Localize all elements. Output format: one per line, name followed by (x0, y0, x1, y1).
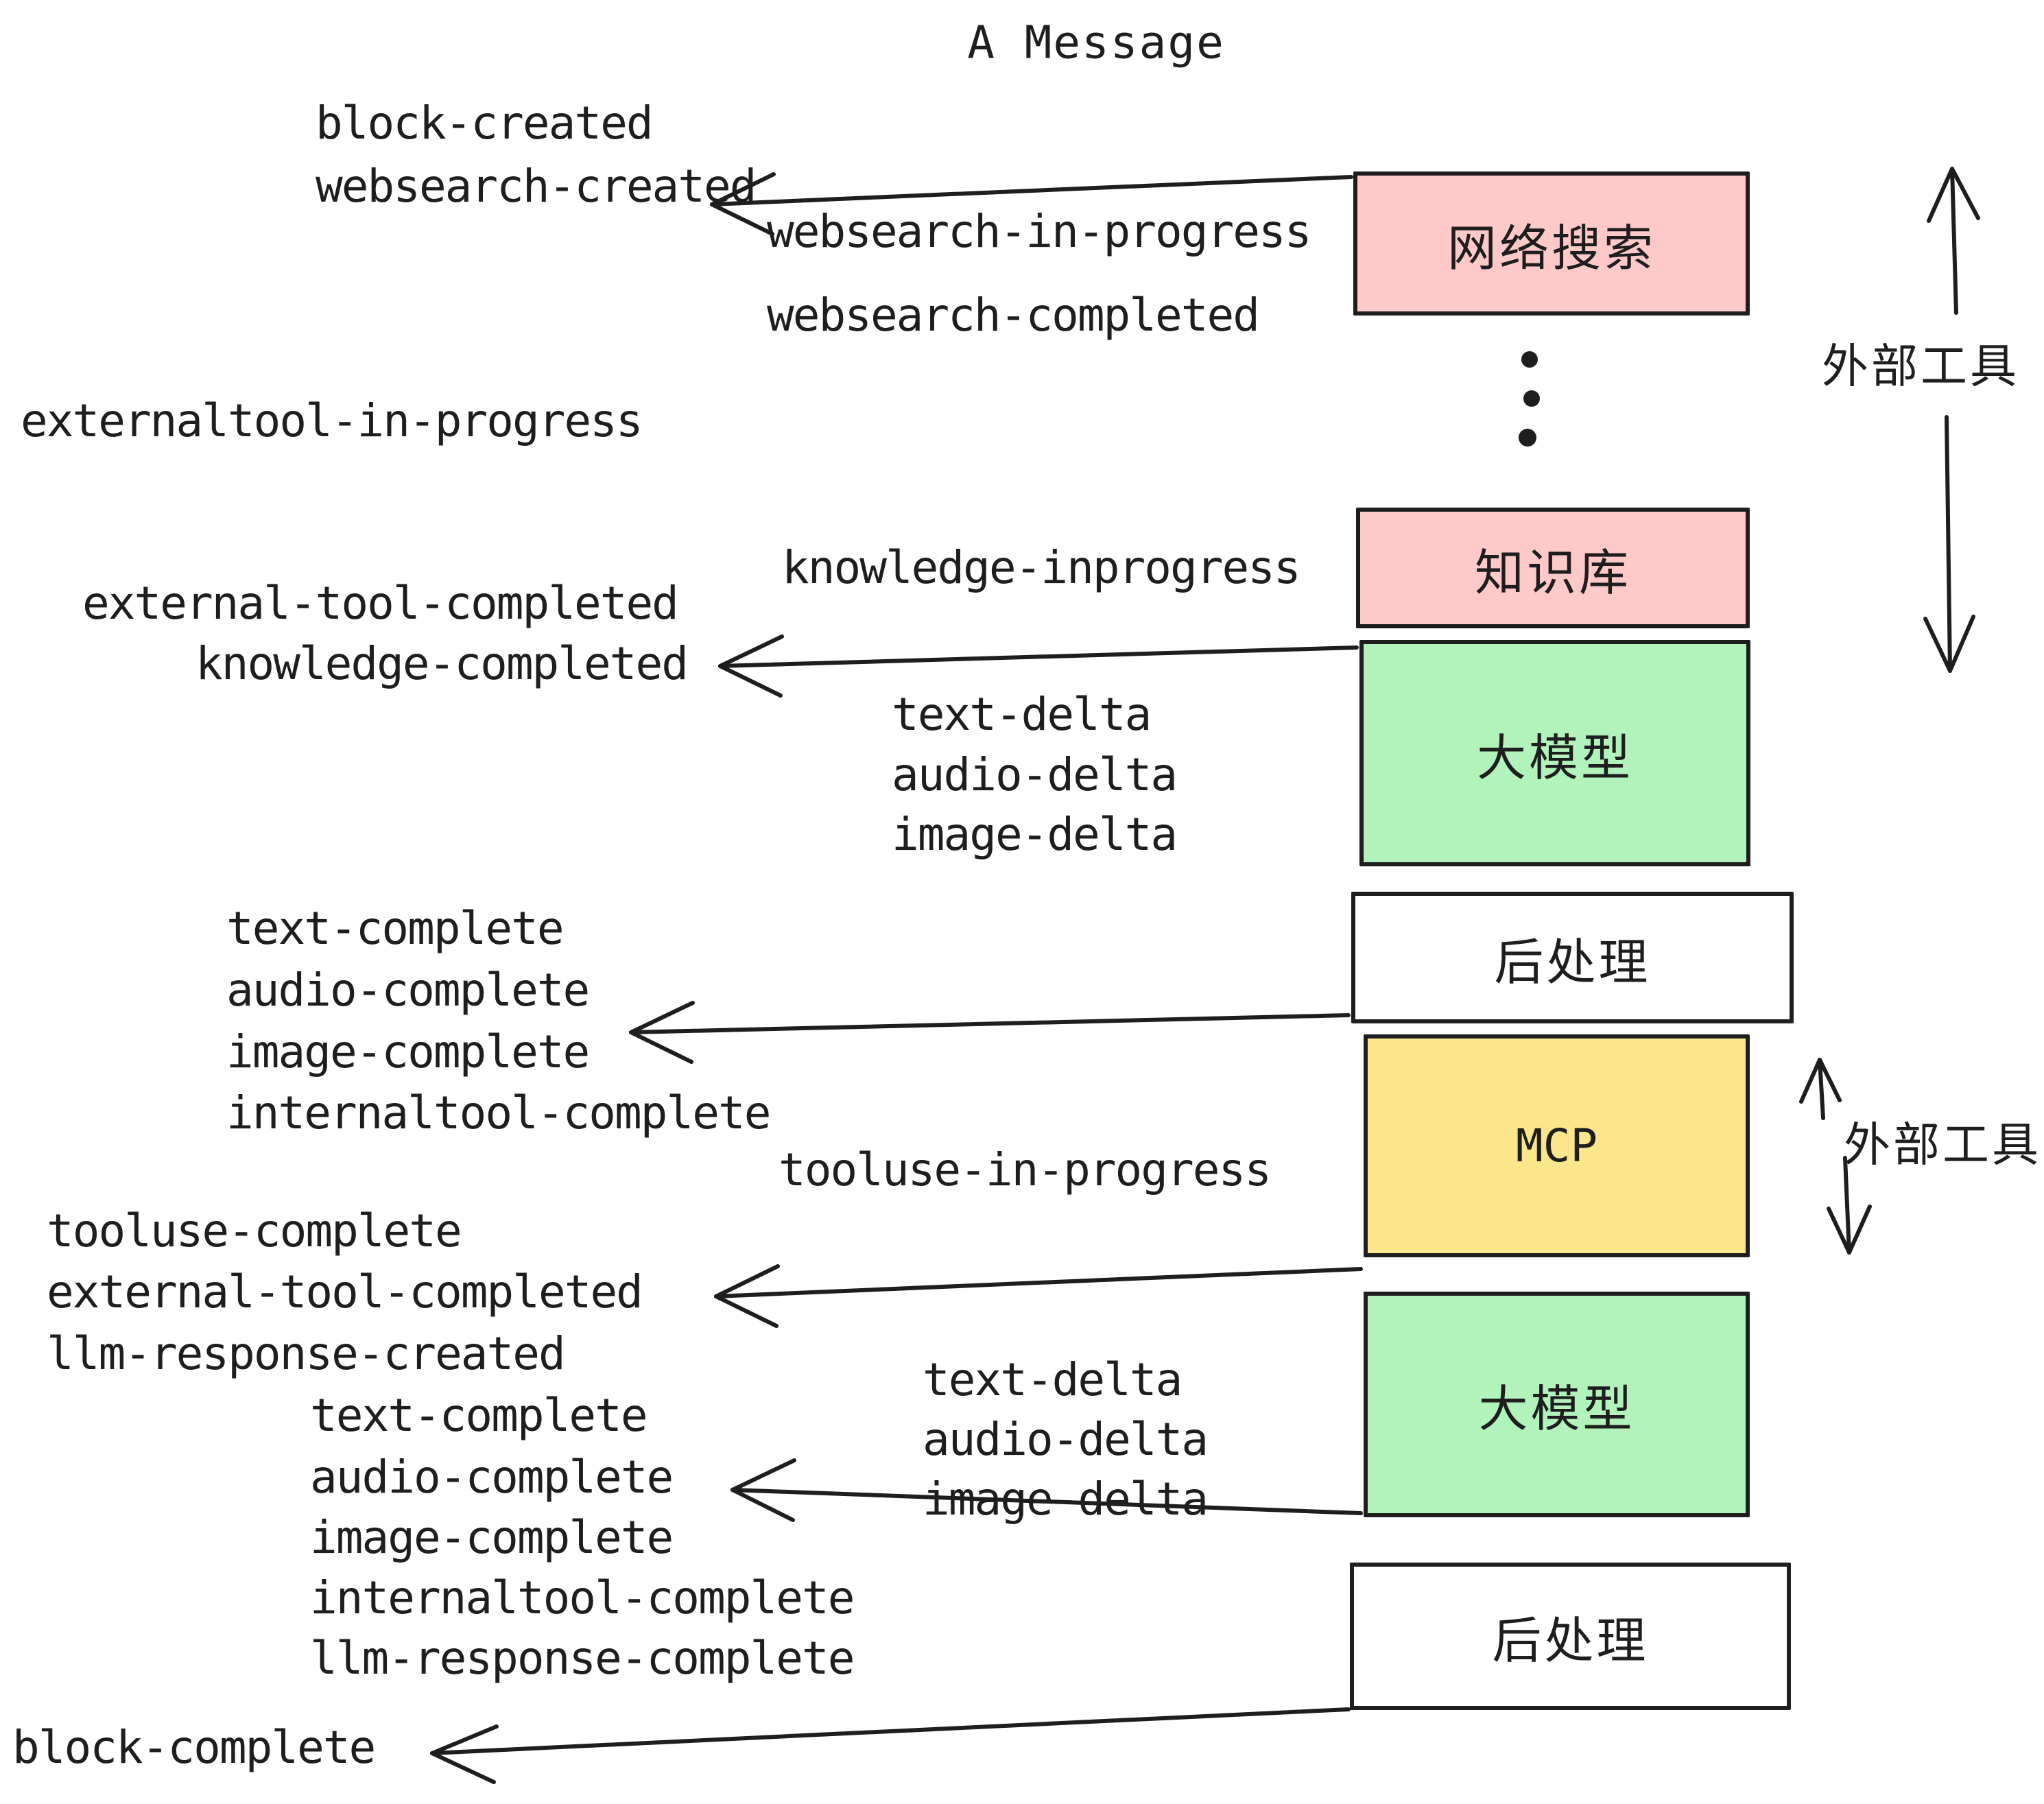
event-knowledge-completed: knowledge-completed (195, 637, 689, 690)
event-llm-response-created: llm-response-created (47, 1327, 566, 1380)
llm-box-1: 大模型 (1359, 640, 1750, 866)
arrow-external-tools-down-icon (1923, 415, 1975, 673)
post-process-box-1-label: 后处理 (1494, 933, 1651, 991)
event-audio-complete-1: audio-complete (226, 964, 590, 1017)
event-text-complete-1: text-complete (226, 902, 565, 955)
event-externaltool-in-progress: externaltool-in-progress (21, 394, 643, 447)
event-block-complete: block-complete (12, 1721, 376, 1774)
event-image-complete-2: image-complete (310, 1511, 674, 1564)
event-audio-complete-2: audio-complete (310, 1451, 674, 1504)
event-text-delta-2: text-delta (923, 1353, 1183, 1406)
arrow-knowledge-completed-icon (718, 634, 1359, 698)
knowledge-base-box-label: 知识库 (1474, 543, 1631, 602)
event-audio-delta-1: audio-delta (892, 748, 1178, 801)
event-external-tool-completed: external-tool-completed (82, 577, 679, 630)
ellipsis-dots-icon (1519, 351, 1540, 447)
web-search-box-label: 网络搜索 (1447, 219, 1656, 277)
web-search-box: 网络搜索 (1353, 171, 1750, 316)
external-tools-label-2: 外部工具 (1843, 1118, 2042, 1173)
llm-box-2: 大模型 (1364, 1292, 1750, 1517)
event-image-complete-1: image-complete (226, 1025, 590, 1078)
event-llm-response-complete: llm-response-complete (310, 1632, 855, 1685)
event-audio-delta-2: audio-delta (923, 1413, 1209, 1466)
post-process-box-2: 后处理 (1350, 1563, 1791, 1710)
event-text-delta-1: text-delta (892, 688, 1152, 741)
event-image-delta-2: image-delta (923, 1473, 1209, 1526)
arrow-external-tools-up-icon (1927, 167, 1980, 315)
external-tools-label-1: 外部工具 (1821, 340, 2020, 394)
llm-box-1-label: 大模型 (1476, 728, 1633, 787)
arrow-block-complete-icon (430, 1707, 1351, 1784)
event-websearch-completed: websearch-completed (767, 289, 1260, 342)
event-websearch-created: websearch-created (316, 160, 757, 213)
event-tooluse-in-progress: tooluse-in-progress (779, 1143, 1272, 1196)
event-block-created: block-created (316, 97, 654, 150)
post-process-box-1: 后处理 (1351, 892, 1794, 1023)
mcp-box: MCP (1364, 1034, 1750, 1257)
event-websearch-in-progress: websearch-in-progress (767, 205, 1311, 258)
arrow-tooluse-complete-icon (714, 1264, 1363, 1328)
llm-box-2-label: 大模型 (1478, 1380, 1635, 1438)
event-knowledge-inprogress: knowledge-inprogress (782, 541, 1301, 594)
arrow-mcp-external-up-icon (1799, 1058, 1842, 1120)
event-image-delta-1: image-delta (892, 808, 1178, 861)
arrow-internal-complete-icon (629, 1001, 1351, 1064)
diagram-title: A Message (967, 16, 1225, 69)
knowledge-base-box: 知识库 (1356, 508, 1750, 628)
event-internaltool-complete-2: internaltool-complete (310, 1571, 855, 1624)
event-external-tool-completed-2: external-tool-completed (47, 1266, 643, 1318)
event-internaltool-complete-1: internaltool-complete (226, 1087, 771, 1139)
event-tooluse-complete: tooluse-complete (47, 1204, 462, 1257)
post-process-box-2-label: 后处理 (1492, 1612, 1649, 1670)
mcp-box-label: MCP (1515, 1119, 1598, 1172)
event-text-complete-2: text-complete (310, 1389, 648, 1442)
